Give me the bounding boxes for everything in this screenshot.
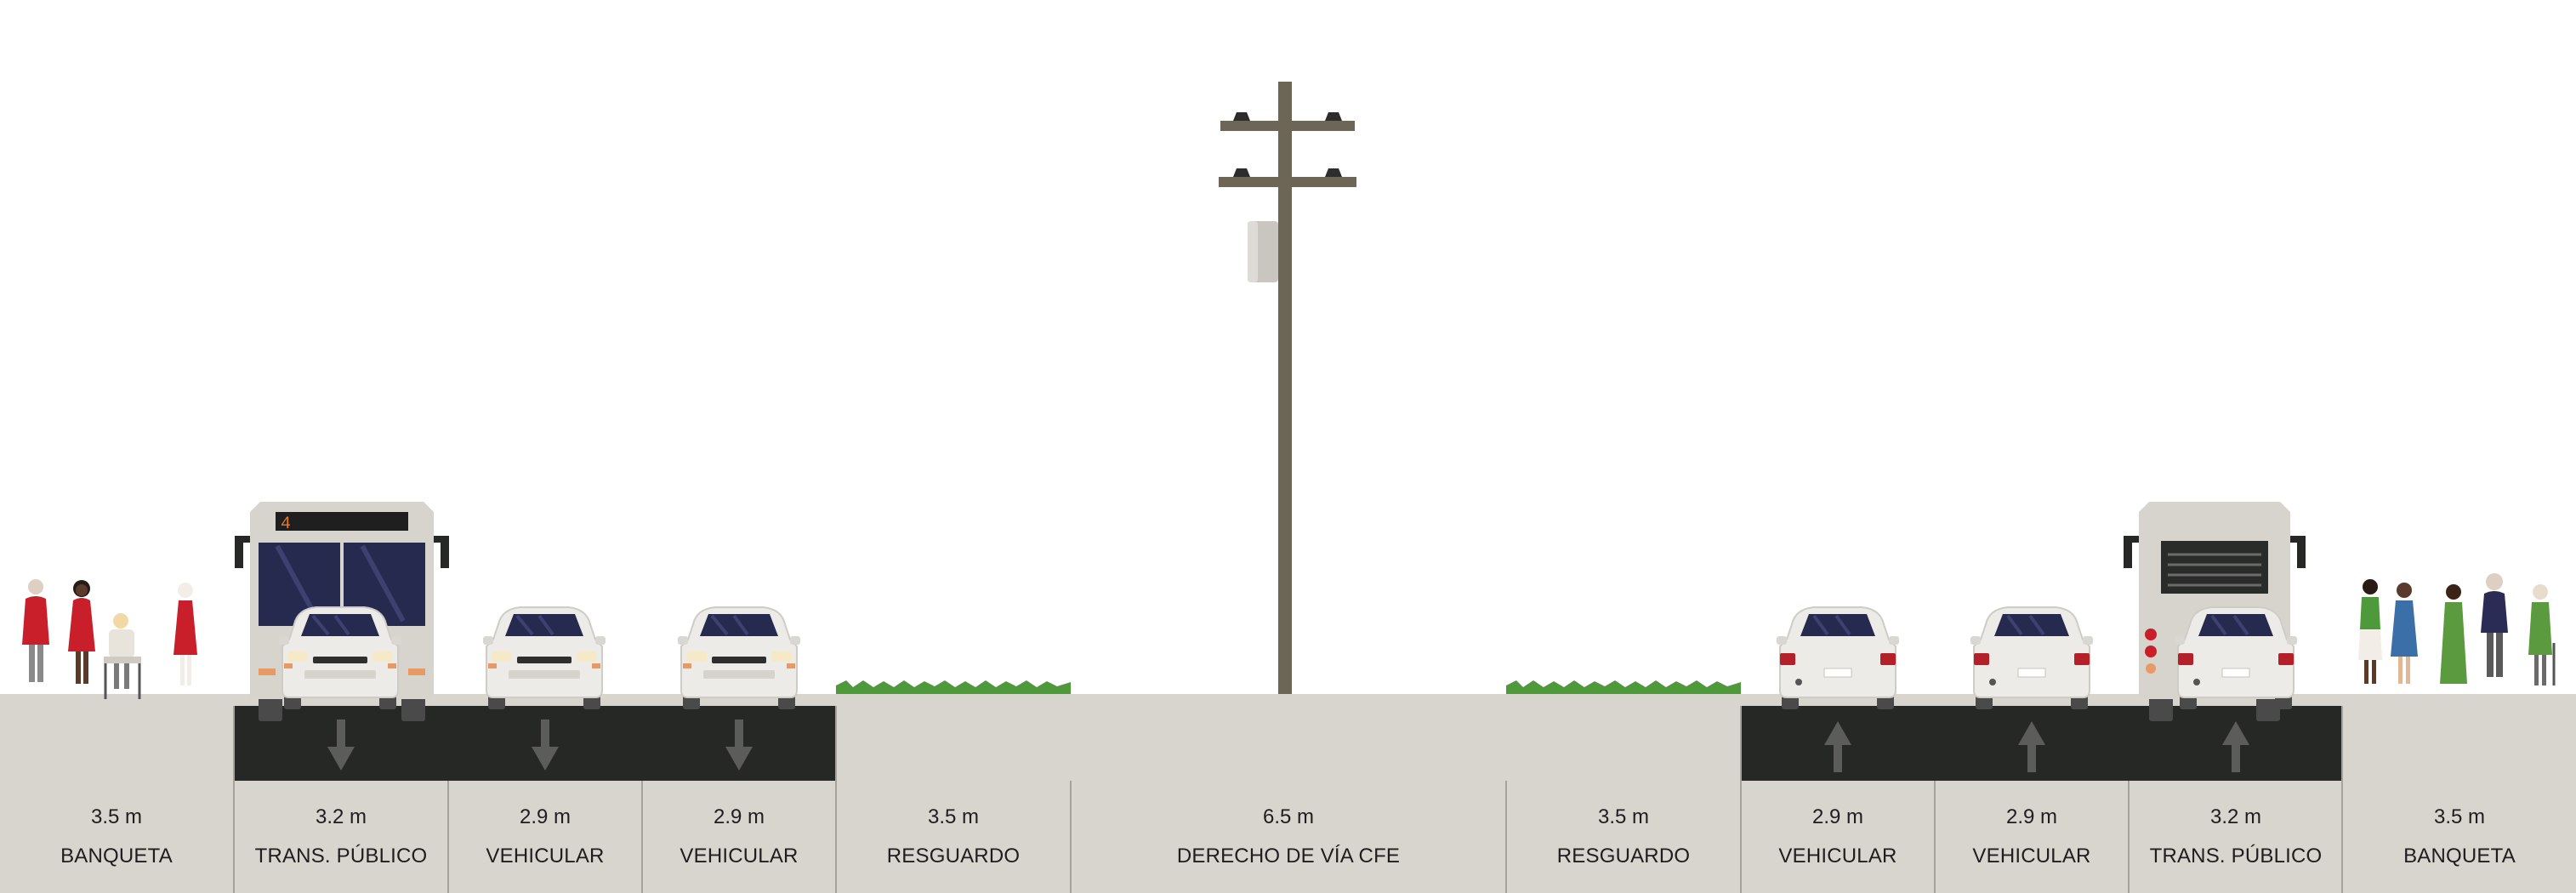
segment-width-label: 2.9 m (2005, 805, 2058, 828)
grass-icon (1506, 680, 1741, 694)
pedestrian-icon (2481, 573, 2508, 677)
grass-icon (836, 680, 1071, 694)
segment-name-label: RESGUARDO (1556, 845, 1691, 867)
pedestrian-icon (2528, 584, 2556, 685)
segment-name-label: VEHICULAR (1778, 845, 1897, 867)
segment-width-label: 2.9 m (713, 805, 765, 828)
utility-pole-icon (1219, 82, 1356, 694)
car-rear-icon (1775, 606, 1901, 711)
up-arrow-icon (2018, 721, 2045, 772)
segment-name-label: RESGUARDO (886, 845, 1021, 867)
southbound-roadway (234, 706, 836, 781)
down-arrow-icon (725, 720, 753, 771)
segment-width-label: 3.5 m (1597, 805, 1650, 828)
segment-name-label: BANQUETA (2403, 845, 2516, 867)
segment-width-label: 3.5 m (927, 805, 980, 828)
pedestrian-icon (2391, 583, 2418, 684)
segment-name-label: VEHICULAR (486, 845, 605, 867)
pedestrian-icon (2440, 584, 2467, 684)
pedestrian-icon (2358, 579, 2382, 684)
pedestrian-icon (22, 579, 49, 682)
segment-name-label: DERECHO DE VÍA CFE (1176, 845, 1401, 867)
wheelchair-user-icon (104, 613, 141, 699)
segment-width-label: 6.5 m (1262, 805, 1315, 828)
segment-width-label: 3.5 m (2433, 805, 2486, 828)
up-arrow-icon (1824, 721, 1851, 772)
segment-width-label: 3.2 m (2209, 805, 2262, 828)
pedestrian-icon (68, 580, 95, 684)
car-front-icon (277, 606, 403, 711)
segment-dividers (233, 706, 2343, 893)
up-arrow-icon (2222, 721, 2249, 772)
car-rear-icon (2173, 606, 2299, 711)
car-rear-icon (1969, 606, 2095, 711)
car-front-icon (481, 606, 607, 711)
segment-width-label: 2.9 m (1811, 805, 1864, 828)
pedestrian-icon (173, 583, 197, 685)
segment-width-label: 3.5 m (90, 805, 143, 828)
segment-width-label: 2.9 m (519, 805, 571, 828)
down-arrow-icon (532, 720, 559, 771)
segment-name-label: VEHICULAR (1972, 845, 2091, 867)
bus-route-number: 4 (281, 515, 291, 534)
down-arrow-icon (327, 720, 355, 771)
segment-name-label: BANQUETA (60, 845, 173, 867)
car-front-icon (676, 606, 802, 711)
segment-name-label: TRANS. PÚBLICO (2149, 845, 2323, 867)
segment-name-label: VEHICULAR (680, 845, 799, 867)
segment-name-label: TRANS. PÚBLICO (254, 845, 428, 867)
segment-width-label: 3.2 m (315, 805, 367, 828)
